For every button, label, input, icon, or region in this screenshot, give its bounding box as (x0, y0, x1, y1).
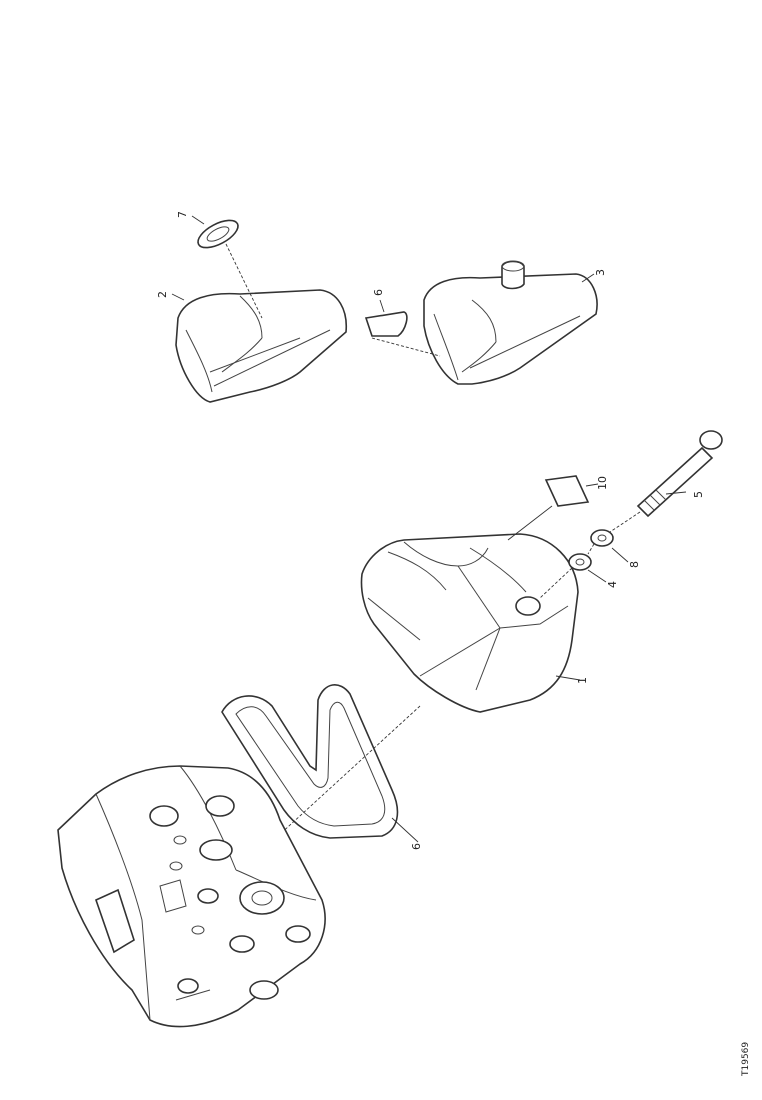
leader-6-lower (391, 817, 419, 843)
callout-6-upper: 6 (372, 289, 385, 296)
part-10-plate (544, 475, 590, 507)
part-8-washer (590, 529, 614, 547)
leader-10 (585, 483, 599, 487)
part-1-rocker-cover (360, 533, 579, 713)
leader-1 (555, 675, 581, 681)
axis-line-cover-head (229, 705, 421, 881)
callout-8: 8 (628, 561, 641, 568)
axis-line-7 (225, 243, 263, 319)
axis-line-10 (507, 505, 553, 541)
part-6-wedge-upper (364, 311, 408, 337)
part-7-ring (197, 219, 239, 249)
axis-line-bolt (609, 511, 641, 533)
leader-8 (611, 547, 629, 563)
callout-4: 4 (606, 581, 619, 588)
axis-line-6-upper (371, 337, 441, 357)
axis-line-washers (587, 543, 595, 555)
axis-line-washer-cover (539, 567, 573, 599)
reference-code: T19569 (741, 1042, 751, 1077)
cylinder-head (57, 765, 326, 1028)
part-4-washer (568, 553, 592, 571)
callout-2: 2 (156, 291, 169, 298)
callout-6-lower: 6 (410, 843, 423, 850)
leader-5 (665, 491, 687, 495)
part-6-gasket (221, 684, 399, 839)
callout-3: 3 (594, 269, 607, 276)
leader-4 (587, 569, 607, 583)
leader-3 (581, 273, 595, 283)
callout-5: 5 (692, 491, 705, 498)
leader-6-upper (379, 299, 385, 313)
part-2-cover (175, 289, 347, 403)
part-5-bolt (636, 430, 723, 518)
callout-1: 1 (576, 677, 589, 684)
part-3-cover (423, 260, 598, 385)
callout-10: 10 (596, 476, 609, 490)
callout-7: 7 (176, 211, 189, 218)
leader-2 (171, 293, 185, 301)
leader-7 (191, 215, 205, 225)
